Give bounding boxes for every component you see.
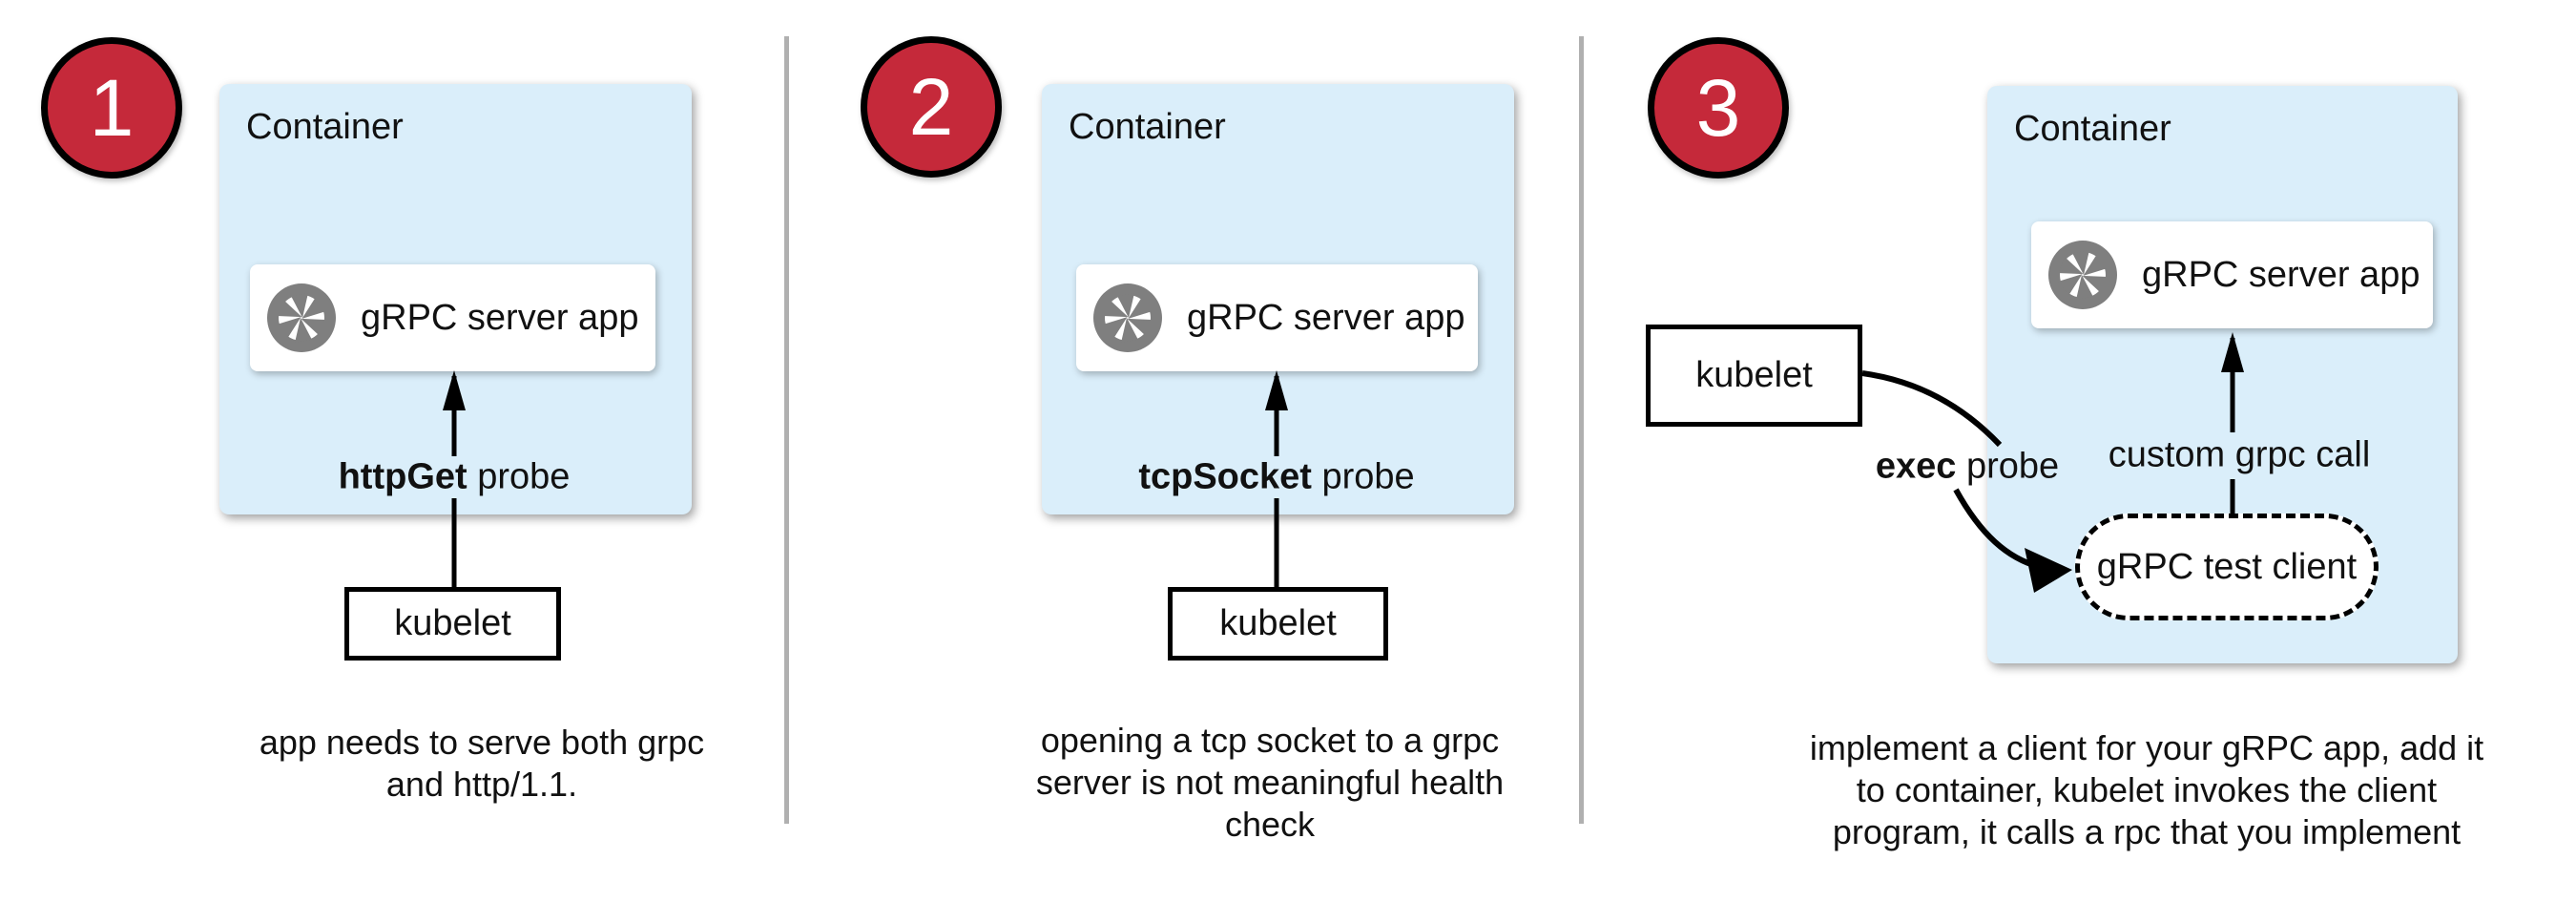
httpget-probe-label: httpGet probe [339,457,571,498]
container-label: Container [246,107,404,147]
tcpsocket-probe-label: tcpSocket probe [1138,457,1414,498]
kubelet-box-3: kubelet [1646,325,1862,427]
caption-panel-3: implement a client for your gRPC app, ad… [1809,728,2484,851]
grpc-server-app-label: gRPC server app [361,297,639,338]
exec-probe-label: exec probe [1876,447,2059,488]
panel-divider-2 [1579,36,1584,824]
aperture-icon [1093,283,1162,352]
caption-panel-2: opening a tcp socket to a grpc server is… [1035,721,1505,844]
probe-word: probe [1311,456,1415,497]
grpc-server-app-label: gRPC server app [1187,297,1465,338]
grpc-server-app-box-3: gRPC server app [2031,221,2433,328]
probe-type-bold: tcpSocket [1138,456,1312,497]
step-badge-3: 3 [1648,37,1789,178]
probe-type-bold: httpGet [338,456,467,497]
aperture-icon [2048,241,2117,309]
caption-panel-1: app needs to serve both grpc and http/1.… [259,723,705,804]
kubelet-label: kubelet [394,603,511,643]
kubelet-box-2: kubelet [1168,587,1388,661]
grpc-test-client-label: gRPC test client [2096,546,2358,587]
probe-word: probe [467,456,571,497]
probe-type-bold: exec [1875,446,1957,487]
container-label: Container [2014,109,2171,149]
grpc-server-app-box-1: gRPC server app [250,264,655,371]
step-badge-2: 2 [861,36,1002,178]
probe-word: probe [1956,446,2060,487]
aperture-icon [267,283,336,352]
step-badge-1: 1 [41,37,182,178]
kubelet-label: kubelet [1219,603,1337,643]
kubelet-box-1: kubelet [344,587,561,661]
panel-divider-1 [784,36,789,824]
grpc-server-app-box-2: gRPC server app [1076,264,1478,371]
container-label: Container [1069,107,1226,147]
custom-grpc-call-label: custom grpc call [2108,434,2371,475]
kubelet-label: kubelet [1695,355,1813,395]
grpc-test-client-box: gRPC test client [2075,514,2379,620]
grpc-server-app-label: gRPC server app [2142,254,2420,295]
